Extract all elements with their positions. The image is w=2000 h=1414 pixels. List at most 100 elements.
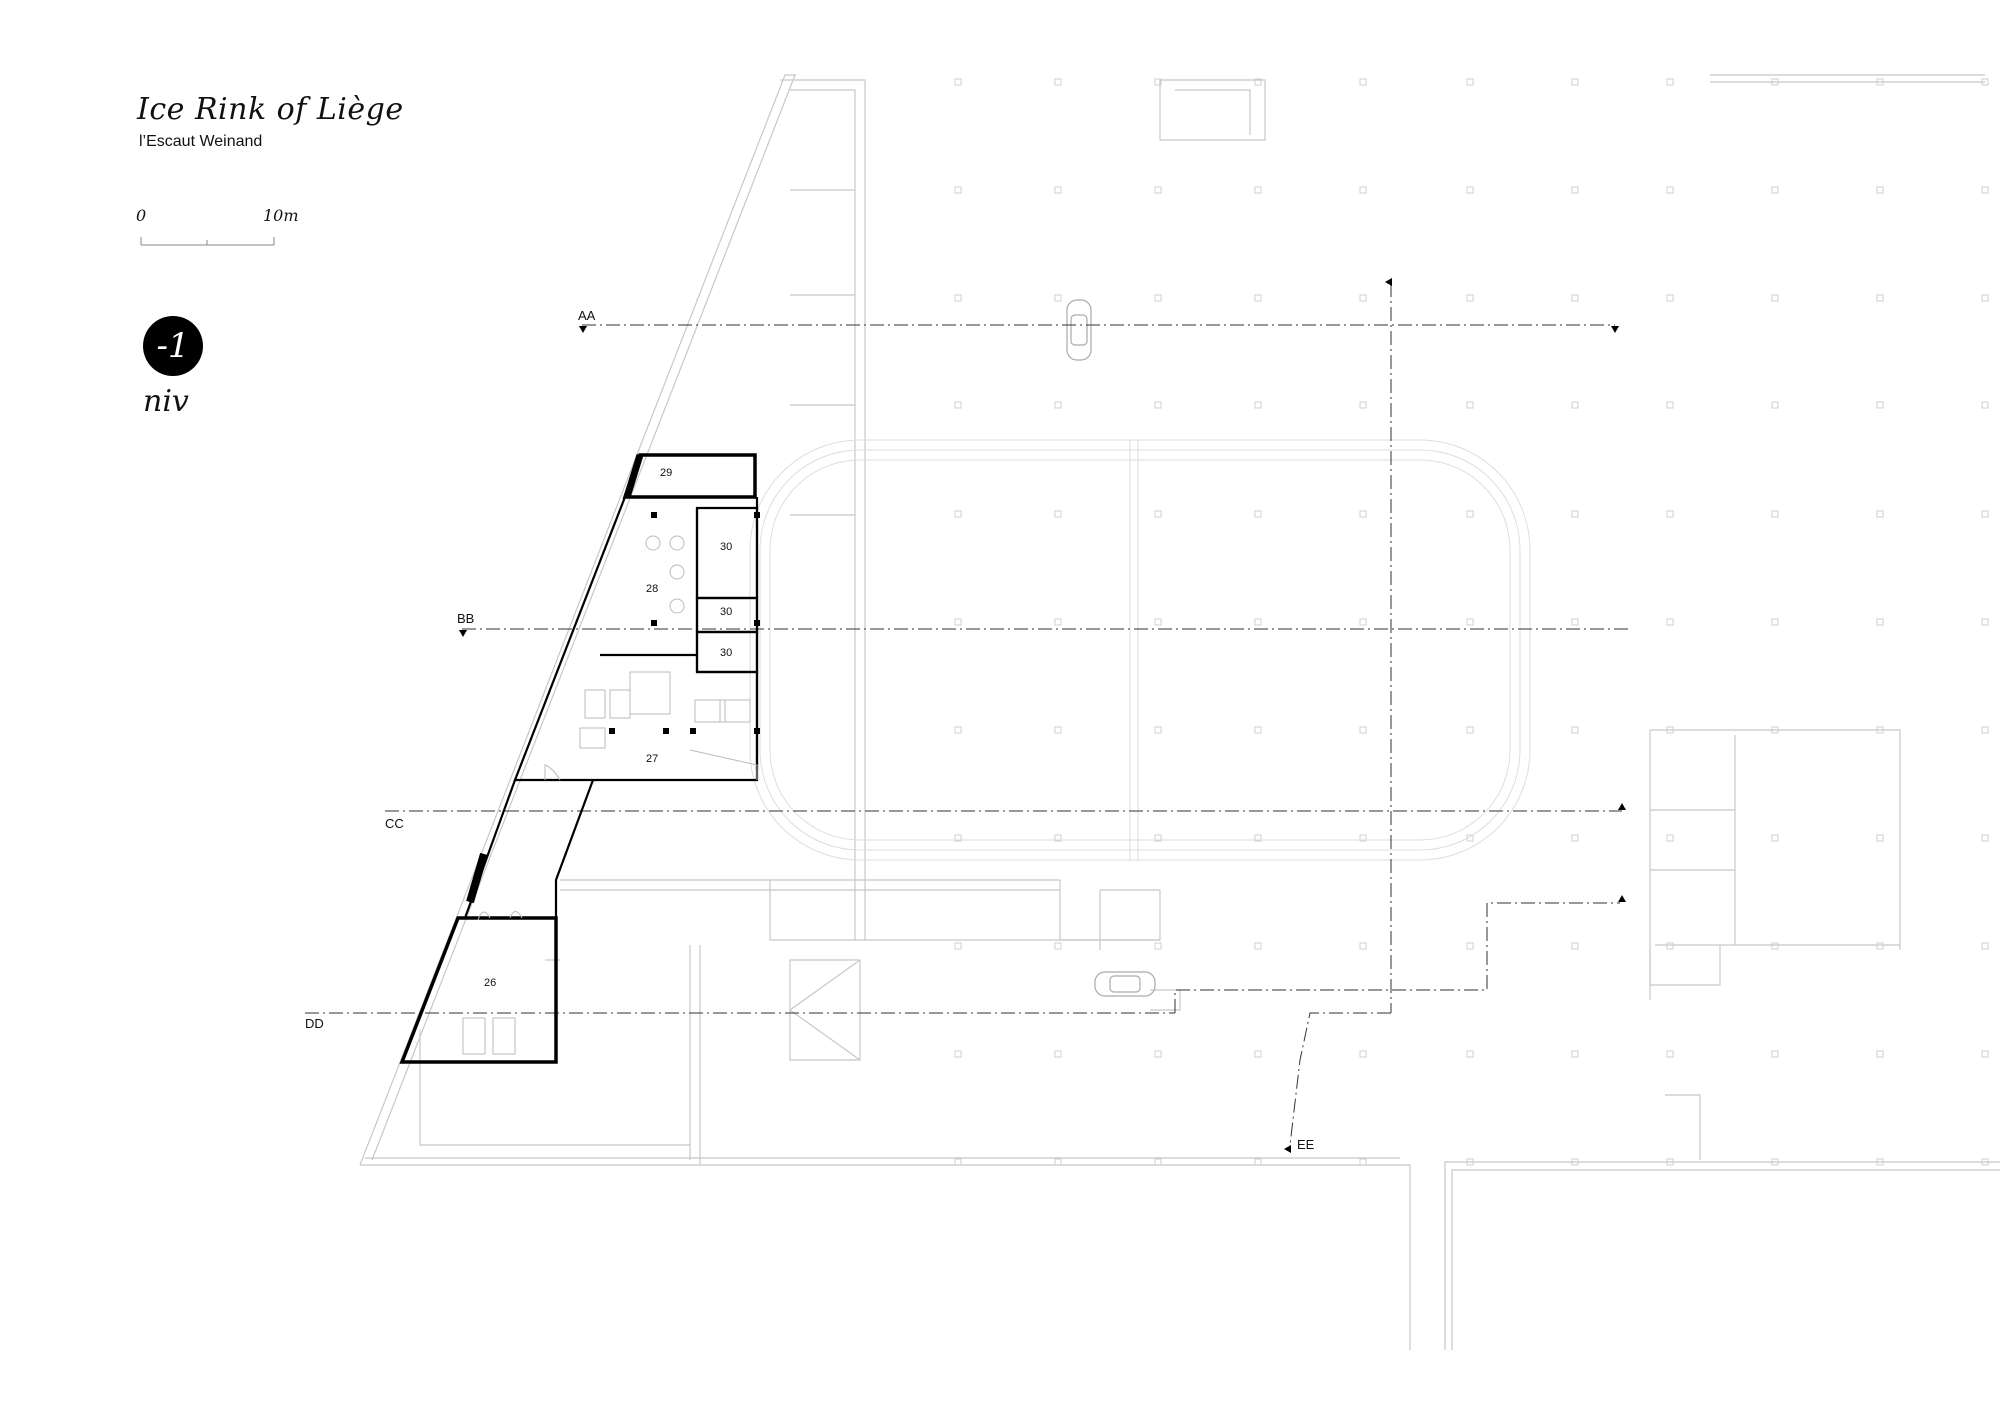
grid-dot (1666, 510, 1674, 518)
grid-dot (1254, 294, 1262, 302)
grid-dot (1771, 834, 1779, 842)
grid-dot (1771, 510, 1779, 518)
grid-dot (1466, 78, 1474, 86)
grid-dot (1254, 942, 1262, 950)
room-label-30-a: 30 (720, 541, 732, 553)
sheet-title: Ice Rink of Liège (137, 92, 404, 127)
grid-dot (1359, 1050, 1367, 1058)
grid-dot (1981, 401, 1989, 409)
grid-dot (1466, 294, 1474, 302)
section-label-cc: CC (385, 816, 404, 831)
structural-grid (954, 78, 1989, 1166)
grid-dot (954, 834, 962, 842)
grid-dot (1359, 618, 1367, 626)
level-label: niv (143, 384, 189, 419)
grid-dot (1981, 942, 1989, 950)
level-number: -1 (156, 326, 190, 366)
room-label-26: 26 (484, 977, 496, 989)
grid-dot (954, 726, 962, 734)
grid-dot (1359, 78, 1367, 86)
grid-dot (1571, 726, 1579, 734)
grid-dot (1154, 401, 1162, 409)
columns (609, 512, 760, 734)
grid-dot (1054, 726, 1062, 734)
grid-dot (1771, 1050, 1779, 1058)
grid-dot (954, 401, 962, 409)
scale-start-label: 0 (136, 206, 147, 225)
grid-dot (1154, 78, 1162, 86)
grid-dot (954, 78, 962, 86)
grid-dot (1254, 186, 1262, 194)
grid-dot (1154, 726, 1162, 734)
grid-dot (1054, 401, 1062, 409)
grid-dot (1666, 294, 1674, 302)
grid-dot (1054, 78, 1062, 86)
grid-dot (1359, 510, 1367, 518)
grid-dot (1254, 78, 1262, 86)
section-arrows (459, 278, 1626, 1153)
ice-rink (749, 439, 1531, 861)
grid-dot (1254, 726, 1262, 734)
grid-dot (1359, 186, 1367, 194)
grid-dot (1254, 510, 1262, 518)
grid-dot (1054, 1158, 1062, 1166)
grid-dot (1466, 510, 1474, 518)
grid-dot (1666, 401, 1674, 409)
section-lines (305, 283, 1628, 1146)
grid-dot (1876, 294, 1884, 302)
grid-dot (1666, 942, 1674, 950)
grid-dot (1359, 401, 1367, 409)
grid-dot (954, 294, 962, 302)
grid-dot (1981, 726, 1989, 734)
grid-dot (1981, 186, 1989, 194)
room-label-30-b: 30 (720, 606, 732, 618)
scale-end-label: 10m (263, 206, 299, 225)
grid-dot (1571, 834, 1579, 842)
section-label-bb: BB (457, 611, 474, 626)
grid-dot (1466, 726, 1474, 734)
grid-dot (954, 186, 962, 194)
grid-dot (1876, 834, 1884, 842)
grid-dot (1254, 401, 1262, 409)
room-label-28: 28 (646, 583, 658, 595)
grid-dot (1359, 294, 1367, 302)
grid-dot (1571, 186, 1579, 194)
grid-dot (1359, 1158, 1367, 1166)
section-line-ee (1174, 283, 1620, 1146)
grid-dot (1771, 294, 1779, 302)
grid-dot (1876, 401, 1884, 409)
room-label-30-c: 30 (720, 647, 732, 659)
grid-dot (1981, 618, 1989, 626)
grid-dot (1254, 1158, 1262, 1166)
grid-dot (1771, 618, 1779, 626)
grid-dot (1571, 942, 1579, 950)
context-outlines (359, 74, 2000, 1350)
section-label-aa: AA (578, 308, 596, 323)
grid-dot (1571, 618, 1579, 626)
room-label-27: 27 (646, 753, 658, 765)
grid-dot (1771, 401, 1779, 409)
grid-dot (1154, 618, 1162, 626)
grid-dot (1154, 834, 1162, 842)
grid-dot (1771, 942, 1779, 950)
grid-dot (1466, 401, 1474, 409)
grid-dot (1981, 1050, 1989, 1058)
grid-dot (1571, 294, 1579, 302)
grid-dot (1666, 78, 1674, 86)
grid-dot (1876, 942, 1884, 950)
grid-dot (1666, 618, 1674, 626)
grid-dot (1154, 942, 1162, 950)
grid-dot (954, 1050, 962, 1058)
grid-dot (1154, 186, 1162, 194)
grid-dot (1571, 510, 1579, 518)
grid-dot (1359, 942, 1367, 950)
grid-dot (1154, 294, 1162, 302)
grid-dot (954, 618, 962, 626)
grid-dot (1666, 186, 1674, 194)
grid-dot (1876, 618, 1884, 626)
grid-dot (1666, 1050, 1674, 1058)
grid-dot (1054, 942, 1062, 950)
grid-dot (1771, 186, 1779, 194)
